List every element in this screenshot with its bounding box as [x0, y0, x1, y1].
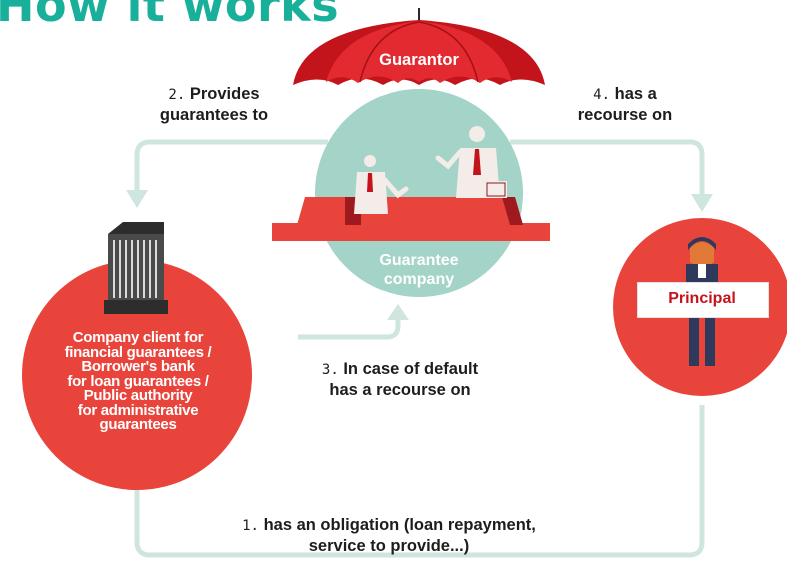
page-title: How it works	[0, 0, 340, 32]
arrow-step-4-head	[691, 194, 713, 212]
step-3-line1: In case of default	[343, 360, 479, 378]
umbrella-illustration	[293, 8, 545, 85]
arrow-step-3-head	[387, 304, 409, 320]
step-2-line2: guarantees to	[159, 106, 269, 124]
step-4-label: 4. has a recourse on	[545, 84, 705, 125]
step-4-number: 4	[593, 87, 602, 103]
client-line: Company client for	[72, 329, 204, 346]
client-line: for administrative	[77, 401, 199, 419]
step-4-line2: recourse on	[577, 106, 673, 124]
guarantee-company-circle	[315, 89, 523, 297]
principal-sign	[637, 282, 769, 318]
client-line: financial guarantees /	[64, 343, 212, 361]
step-3-number: 3	[321, 362, 331, 378]
arrow-step-3	[298, 318, 401, 340]
step-2-number: 2	[168, 87, 177, 103]
arrow-step-2-head	[126, 190, 148, 208]
arrow-step-4	[510, 139, 705, 196]
principal-label: Principal	[668, 290, 736, 307]
guarantee-company-line2: company	[383, 271, 455, 288]
guarantee-company-label: Guarantee company	[349, 251, 489, 289]
desk-illustration	[272, 197, 550, 241]
step-1-number: 1	[242, 518, 251, 534]
client-line: guarantees	[99, 416, 177, 433]
client-label: Company client for financial guarantees …	[22, 329, 254, 433]
step-3-label: 3. In case of default has a recourse on	[295, 359, 505, 400]
arrow-step-1	[134, 405, 705, 558]
client-circle	[22, 260, 252, 490]
step-2-line1: Provides	[189, 85, 260, 103]
guarantor-label: Guarantor	[379, 51, 459, 69]
client-line: Public authority	[83, 387, 193, 404]
step-1-line2: service to provide...)	[308, 537, 470, 555]
step-4-line1: has a	[614, 85, 657, 103]
arrow-step-2	[134, 139, 328, 192]
businessmen-illustration	[354, 126, 507, 214]
step-1-line1: has an obligation (loan repayment,	[263, 516, 536, 534]
step-1-label: 1. has an obligation (loan repayment, se…	[229, 515, 549, 556]
step-2-label: 2. Provides guarantees to	[124, 84, 304, 125]
bank-building-icon	[104, 222, 168, 314]
step-3-line2: has a recourse on	[329, 381, 471, 399]
guarantee-company-line1: Guarantee	[379, 252, 459, 269]
client-line: Borrower's bank	[81, 358, 195, 375]
client-line: for loan guarantees /	[67, 372, 209, 390]
